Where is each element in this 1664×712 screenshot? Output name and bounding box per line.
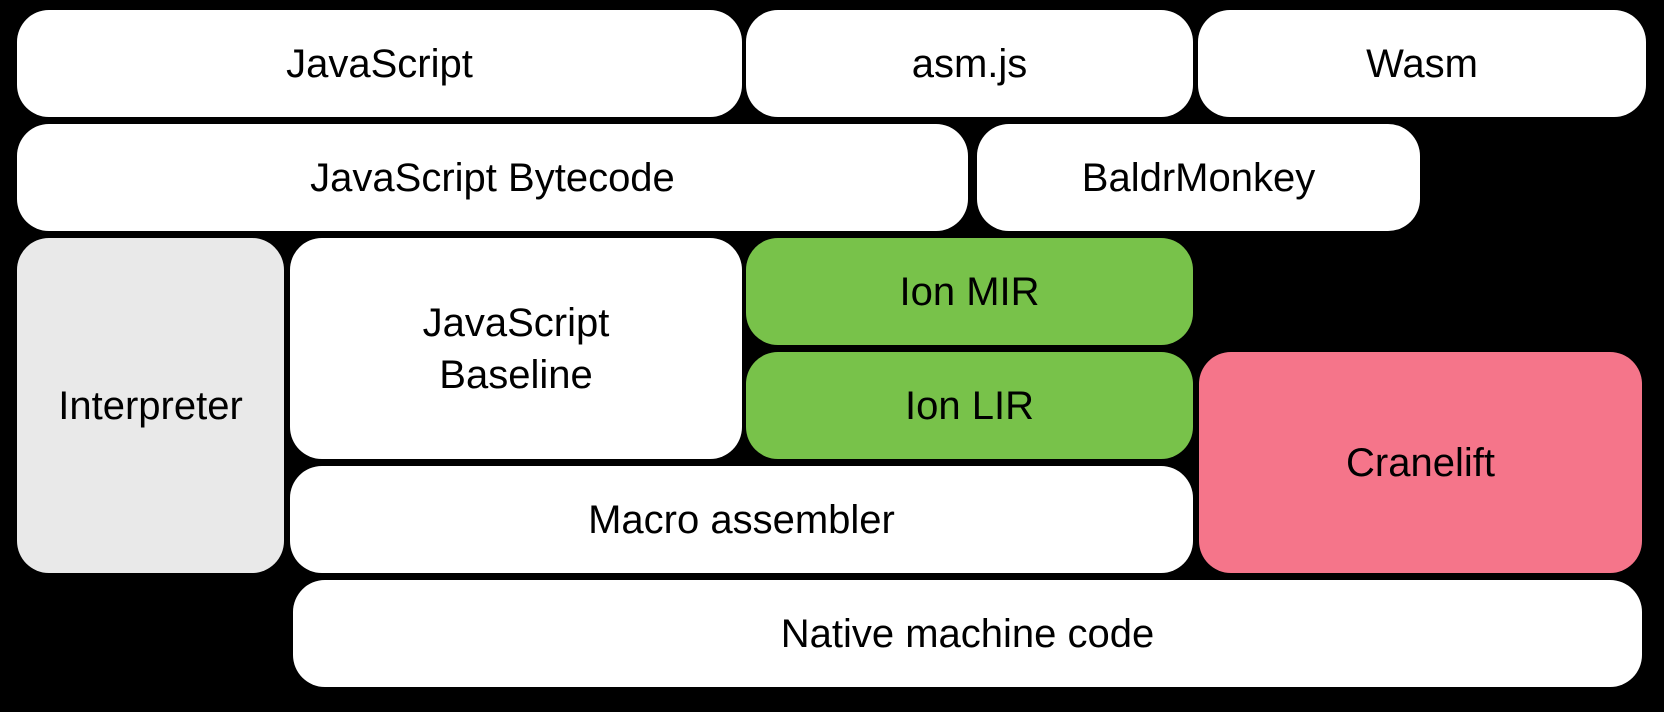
javascript-bytecode-label: JavaScript Bytecode	[310, 155, 675, 200]
javascript-bytecode-box: JavaScript Bytecode	[17, 124, 968, 231]
ion-mir-label: Ion MIR	[899, 269, 1040, 314]
ion-mir-box: Ion MIR	[746, 238, 1193, 345]
asmjs-box: asm.js	[746, 10, 1193, 117]
javascript-baseline-line1: JavaScript	[422, 300, 610, 345]
cranelift-box: Cranelift	[1199, 352, 1642, 573]
baldrmonkey-box: BaldrMonkey	[977, 124, 1420, 231]
interpreter-label: Interpreter	[58, 383, 243, 428]
macro-assembler-label: Macro assembler	[588, 497, 895, 542]
interpreter-box: Interpreter	[17, 238, 284, 573]
ion-lir-label: Ion LIR	[905, 383, 1034, 428]
asmjs-label: asm.js	[911, 41, 1028, 86]
javascript-baseline-line2: Baseline	[439, 352, 593, 397]
wasm-label: Wasm	[1366, 41, 1478, 86]
macro-assembler-box: Macro assembler	[290, 466, 1193, 573]
baldrmonkey-label: BaldrMonkey	[1081, 155, 1316, 200]
javascript-baseline-label: JavaScript Baseline	[423, 297, 610, 401]
ion-lir-box: Ion LIR	[746, 352, 1193, 459]
javascript-baseline-box: JavaScript Baseline	[290, 238, 742, 459]
cranelift-label: Cranelift	[1346, 440, 1495, 485]
native-machine-code-label: Native machine code	[780, 611, 1155, 656]
native-machine-code-box: Native machine code	[293, 580, 1642, 687]
javascript-label: JavaScript	[286, 41, 473, 86]
javascript-box: JavaScript	[17, 10, 742, 117]
wasm-box: Wasm	[1198, 10, 1646, 117]
